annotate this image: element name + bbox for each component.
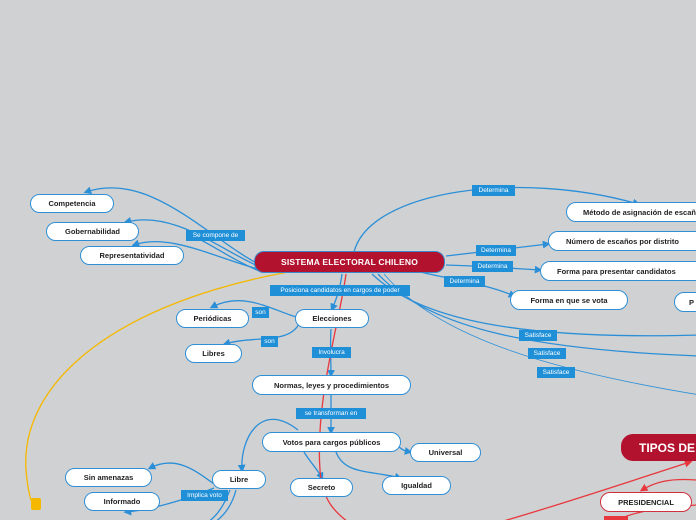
label-determina-1: Determina — [472, 185, 515, 196]
link-competencia — [83, 186, 263, 267]
node-gobernabilidad[interactable]: Gobernabilidad — [46, 222, 139, 241]
link-tipos — [504, 459, 693, 520]
node-votos[interactable]: Votos para cargos públicos — [262, 432, 401, 452]
label-determina-4: Determina — [444, 276, 485, 287]
label-satisface-3: Satisface — [537, 367, 575, 378]
node-forma-candidatos[interactable]: Forma para presentar candidatos — [540, 261, 696, 281]
node-presidencial[interactable]: PRESIDENCIAL — [600, 492, 692, 512]
label-son-2: son — [261, 336, 278, 347]
link-igualdad — [335, 451, 403, 481]
label-se-transforman: se transforman en — [296, 408, 366, 419]
label-posiciona: Posiciona candidatos en cargos de poder — [270, 285, 410, 296]
node-libres[interactable]: Libres — [185, 344, 242, 363]
label-determina-2: Determina — [476, 245, 516, 256]
node-numero[interactable]: Número de escaños por distrito — [548, 231, 696, 251]
node-secreto[interactable]: Secreto — [290, 478, 353, 497]
node-universal[interactable]: Universal — [410, 443, 481, 462]
link-metodo — [353, 186, 641, 253]
node-sin-amenazas[interactable]: Sin amenazas — [65, 468, 152, 487]
label-satisface-1: Satisface — [519, 330, 557, 341]
label-implica-voto: Implica voto — [181, 490, 228, 501]
node-normas[interactable]: Normas, leyes y procedimientos — [252, 375, 411, 395]
label-satisface-2: Satisface — [528, 348, 566, 359]
link-periodicas — [209, 300, 301, 319]
node-competencia[interactable]: Competencia — [30, 194, 114, 213]
label-se-compone-de: Se compone de — [186, 230, 245, 241]
node-representatividad[interactable]: Representatividad — [80, 246, 184, 265]
node-periodicas[interactable]: Periódicas — [176, 309, 249, 328]
node-forma-vota[interactable]: Forma en que se vota — [510, 290, 628, 310]
label-involucra: Involucra — [312, 347, 351, 358]
label-son-1: son — [252, 307, 269, 318]
node-metodo[interactable]: Método de asignación de escaños — [566, 202, 696, 222]
link-universal — [397, 445, 413, 455]
link-libre — [237, 418, 299, 473]
root-node[interactable]: SISTEMA ELECTORAL CHILENO — [254, 251, 445, 273]
node-informado[interactable]: Informado — [84, 492, 160, 511]
node-partial-p[interactable]: P — [674, 292, 696, 312]
node-igualdad[interactable]: Igualdad — [382, 476, 451, 495]
node-libre[interactable]: Libre — [212, 470, 266, 489]
label-determina-3: Determina — [472, 261, 513, 272]
node-elecciones[interactable]: Elecciones — [295, 309, 369, 328]
yellow-marker-icon — [31, 498, 41, 510]
link-sin-amenazas — [147, 462, 215, 485]
link-yellow — [25, 269, 301, 511]
tipos-node[interactable]: TIPOS DE — [621, 434, 696, 461]
